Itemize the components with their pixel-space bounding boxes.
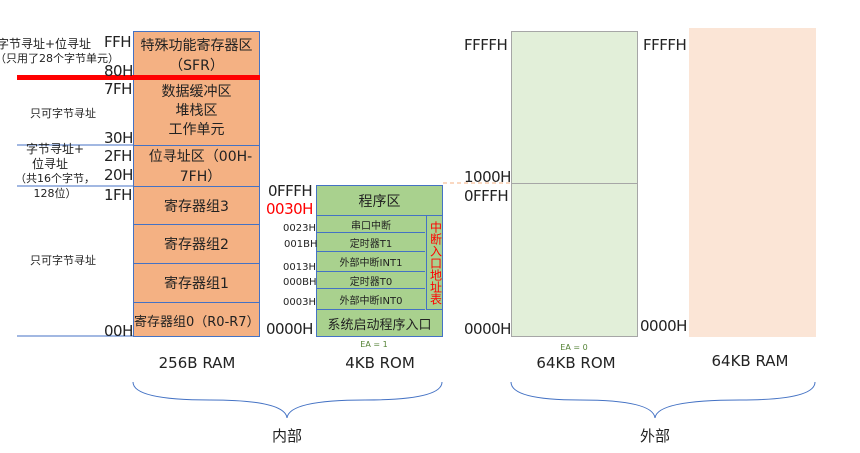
- region-label: 数据缓冲区: [161, 84, 232, 100]
- address-label: 0000H: [266, 320, 313, 338]
- region-label: 特殊功能寄存器区: [140, 38, 253, 54]
- program-region: 程序区: [317, 186, 442, 216]
- region-label: （SFR）: [169, 58, 224, 74]
- address-label: 0FFFH: [268, 182, 313, 200]
- address-label: 1FH: [104, 186, 132, 204]
- register-bank-3: 寄存器组3: [134, 187, 259, 225]
- buffer-region: 数据缓冲区堆栈区工作单元: [134, 78, 259, 146]
- external-group-label: 外部: [639, 427, 671, 445]
- address-label: 2FH: [104, 147, 132, 165]
- divider-line: [512, 183, 637, 184]
- interrupt-timer0: 定时器T0: [317, 272, 425, 289]
- address-label: FFFFH: [464, 36, 508, 54]
- sfr-region: 特殊功能寄存器区 （SFR）: [134, 32, 259, 78]
- region-label: 外部中断INT1: [339, 258, 403, 269]
- address-label: 001BH: [284, 239, 318, 250]
- region-label: 串口中断: [351, 220, 391, 232]
- address-label: 0000H: [640, 317, 687, 335]
- ext-rom-size-label: 64KB ROM: [536, 354, 616, 372]
- internal-group-label: 内部: [271, 427, 303, 445]
- interrupt-serial: 串口中断: [317, 216, 425, 233]
- note-text: 字节寻址+: [25, 142, 85, 156]
- region-label: 系统启动程序入口: [327, 318, 432, 333]
- region-label: 堆栈区: [175, 103, 218, 119]
- register-bank-2: 寄存器组2: [134, 225, 259, 264]
- address-label: 0FFFH: [464, 187, 509, 205]
- interrupt-table-side: 中断入口地址表: [426, 216, 443, 310]
- address-label: 7FH: [104, 80, 132, 98]
- address-label: 00H: [104, 322, 133, 340]
- register-bank-0: 寄存器组0（R0-R7）: [134, 303, 260, 337]
- region-label: 外部中断INT0: [339, 295, 403, 307]
- external-rom-block: [511, 31, 638, 337]
- address-label: 0003H: [283, 297, 316, 308]
- region-label: 程序区: [358, 193, 401, 210]
- reset-entry: 系统启动程序入口: [317, 310, 442, 337]
- internal-rom-block: 程序区 串口中断 定时器T1 外部中断INT1 定时器T0 外部中断INT0 中…: [316, 185, 443, 337]
- brace-external: [510, 381, 816, 419]
- brace-internal: [132, 381, 443, 419]
- note-text: 只可字节寻址: [30, 107, 96, 120]
- address-label: 30H: [104, 129, 133, 147]
- region-label: 位寻址区（00H-7FH）: [148, 149, 253, 185]
- note-text: （共16个字节，: [15, 172, 95, 185]
- rom-size-label: 4KB ROM: [345, 354, 415, 372]
- note-text: 128位）: [33, 187, 77, 200]
- sfr-boundary-red-line: [17, 75, 260, 80]
- region-label: 寄存器组0（R0-R7）: [134, 314, 260, 330]
- address-label: 0000H: [464, 320, 511, 338]
- address-label: 0023H: [283, 223, 316, 234]
- address-label: 1000H: [464, 168, 511, 186]
- address-label: 80H: [104, 62, 133, 80]
- ea-label: EA = 1: [360, 340, 388, 349]
- region-label: 定时器T1: [349, 238, 393, 250]
- region-label: 寄存器组3: [164, 198, 229, 215]
- ext-ram-size-label: 64KB RAM: [711, 352, 789, 370]
- ea-label: EA = 0: [560, 343, 588, 352]
- address-label: FFH: [104, 33, 132, 51]
- bit-region: 位寻址区（00H-7FH）: [134, 146, 259, 187]
- note-text: 字节寻址+位寻址: [0, 37, 92, 51]
- region-label: 工作单元: [168, 122, 225, 138]
- note-text: 位寻址: [31, 157, 69, 171]
- region-label: 寄存器组2: [164, 237, 229, 253]
- address-label: FFFFH: [643, 36, 687, 54]
- register-bank-1: 寄存器组1: [134, 264, 259, 303]
- interrupt-table-label: 中断入口地址表: [428, 220, 443, 305]
- note-text: （只用了28个字节单元）: [0, 52, 119, 65]
- address-label: 0030H: [266, 200, 313, 218]
- address-label: 20H: [104, 166, 133, 184]
- address-label: 0013H: [283, 262, 316, 273]
- ram-size-label: 256B RAM: [158, 354, 236, 372]
- region-label: 寄存器组1: [164, 276, 229, 292]
- external-ram-block: [689, 28, 816, 337]
- interrupt-int1: 外部中断INT1: [317, 252, 425, 272]
- interrupt-timer1: 定时器T1: [317, 233, 425, 252]
- interrupt-int0: 外部中断INT0: [317, 289, 425, 310]
- note-text: 只可字节寻址: [30, 254, 96, 267]
- region-label: 定时器T0: [349, 276, 393, 288]
- internal-ram-block: 特殊功能寄存器区 （SFR） 数据缓冲区堆栈区工作单元 位寻址区（00H-7FH）…: [133, 31, 260, 337]
- address-label: 000BH: [283, 277, 317, 288]
